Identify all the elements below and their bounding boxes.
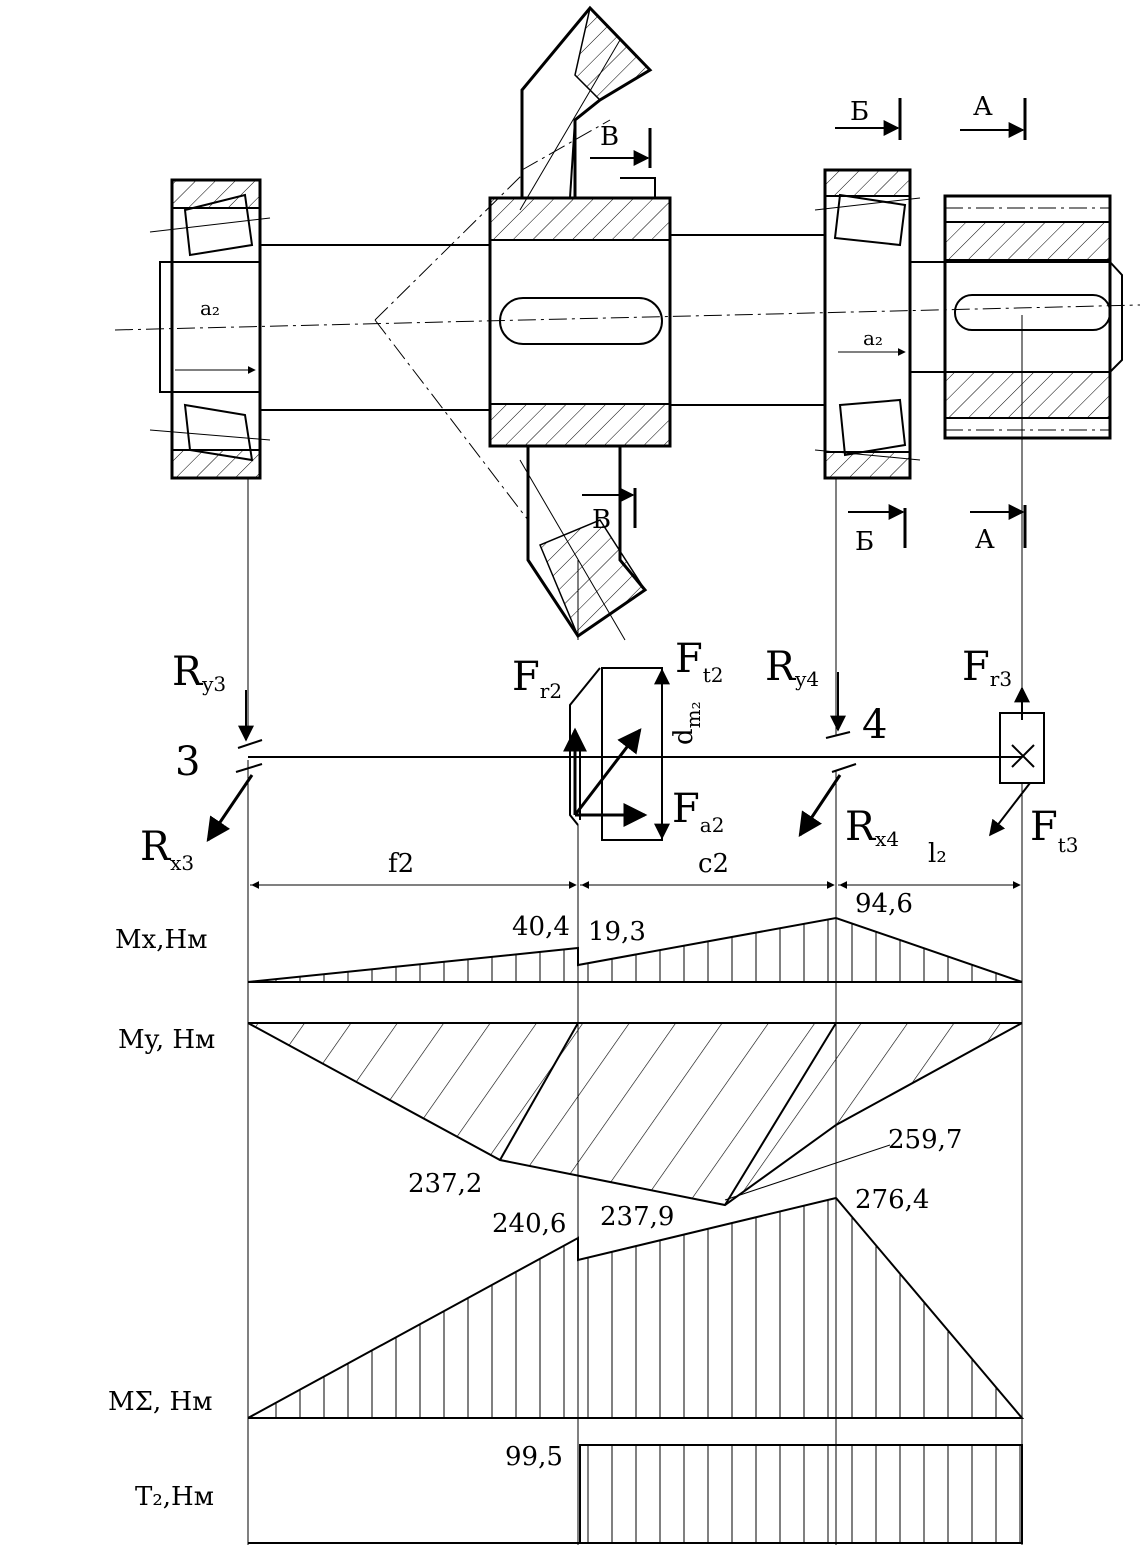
mx-diagram: Mx,Нм 40,4 19,3 94,6 bbox=[115, 889, 1023, 983]
bearing-offset-right: a₂ bbox=[863, 326, 883, 350]
label-dm2: dm₂ bbox=[669, 701, 705, 745]
msum-diagram: MΣ, Нм 240,6 237,9 276,4 bbox=[108, 1185, 1025, 1419]
msum-value-gear-right: 237,9 bbox=[600, 1202, 674, 1232]
my-value-max: 259,7 bbox=[888, 1125, 962, 1155]
bearing-left bbox=[149, 178, 271, 480]
t2-value: 99,5 bbox=[505, 1442, 563, 1472]
bevel-gear-bottom bbox=[519, 444, 648, 641]
span-l2: l₂ bbox=[928, 839, 947, 869]
my-diagram: My, Нм 237,2 259,7 bbox=[118, 1022, 1023, 1207]
projection-lines bbox=[247, 315, 1023, 735]
msum-value-support4: 276,4 bbox=[855, 1185, 929, 1215]
label-fr3: Fr3 bbox=[962, 644, 1012, 691]
my-axis-label: My, Нм bbox=[118, 1025, 215, 1055]
gear-hub bbox=[488, 196, 672, 448]
span-c2: c2 bbox=[698, 849, 729, 879]
mx-axis-label: Mx,Нм bbox=[115, 925, 207, 955]
section-mark-v-top: В bbox=[600, 122, 619, 152]
label-ry3: Ry3 bbox=[172, 649, 226, 696]
section-marks: Б А В В Б А bbox=[582, 92, 1027, 557]
span-f2: f2 bbox=[388, 849, 414, 879]
gear-forces bbox=[563, 667, 670, 841]
mx-value-support4: 94,6 bbox=[855, 889, 913, 919]
section-mark-v-bottom: В bbox=[592, 505, 611, 535]
bearing-right bbox=[814, 168, 921, 480]
section-mark-a-top: А bbox=[973, 92, 993, 122]
t2-axis-label: T₂,Нм bbox=[135, 1482, 214, 1512]
t2-diagram: T₂,Нм 99,5 bbox=[135, 1442, 1023, 1544]
mx-value-gear-left: 40,4 bbox=[512, 912, 570, 942]
msum-axis-label: MΣ, Нм bbox=[108, 1387, 212, 1417]
label-ry4: Ry4 bbox=[765, 644, 819, 691]
label-ft2: Ft2 bbox=[675, 636, 724, 687]
node-label-3: 3 bbox=[175, 739, 200, 785]
section-mark-b-bottom: Б bbox=[855, 527, 874, 557]
my-value-gear: 237,2 bbox=[408, 1169, 482, 1199]
bearing-offset-left: a₂ bbox=[200, 296, 220, 320]
section-mark-b-top: Б bbox=[850, 97, 869, 127]
section-mark-a-bottom: А bbox=[975, 525, 995, 555]
label-rx4: Rx4 bbox=[845, 804, 899, 851]
msum-value-gear-left: 240,6 bbox=[492, 1209, 566, 1239]
node-label-4: 4 bbox=[862, 702, 887, 748]
label-fa2: Fa2 bbox=[672, 786, 724, 837]
force-scheme: Ry3 Rx3 3 Fr2 Ft2 Fa2 dm₂ Ry4 4 Rx4 bbox=[140, 636, 1079, 875]
bevel-gear-top bbox=[519, 5, 656, 211]
mx-value-gear-right: 19,3 bbox=[588, 917, 646, 947]
label-rx3: Rx3 bbox=[140, 824, 194, 875]
label-fr2: Fr2 bbox=[512, 654, 562, 703]
label-ft3: Ft3 bbox=[1030, 804, 1079, 857]
assembly-drawing: Б А В В Б А a₂ a₂ bbox=[114, 5, 1141, 641]
output-gear bbox=[910, 194, 1123, 440]
